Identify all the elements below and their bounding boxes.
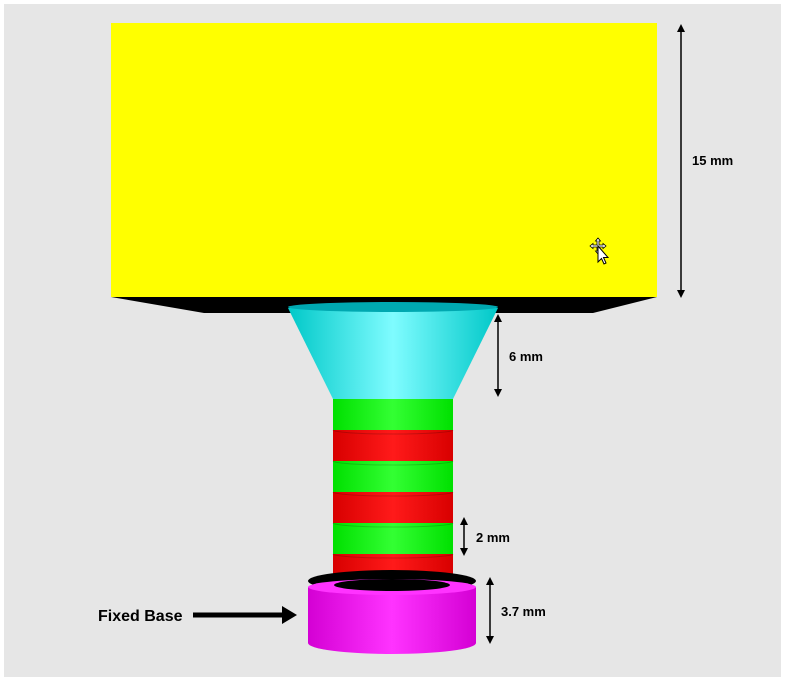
stripe-seam: [332, 553, 454, 559]
stripe-height-label: 2 mm: [476, 530, 510, 545]
cyan-cone: [288, 308, 498, 399]
column-stripe-red: [333, 430, 453, 461]
stripe-seam: [332, 491, 454, 497]
column-stripe-red: [333, 492, 453, 523]
yellow-block: [111, 23, 657, 297]
cone-height-label: 6 mm: [509, 349, 543, 364]
fixed-base-arrow-head: [282, 606, 297, 624]
move-cursor-icon: [589, 237, 610, 265]
magenta-base: [308, 587, 476, 654]
cone-top-rim: [288, 302, 498, 312]
stripe-seam: [332, 429, 454, 435]
striped-column: [332, 399, 454, 585]
block-height-label: 15 mm: [692, 153, 733, 168]
column-stripe-green: [333, 523, 453, 554]
base-height-label: 3.7 mm: [501, 604, 546, 619]
column-stripe-green: [333, 399, 453, 430]
column-stripe-green: [333, 461, 453, 492]
stripe-seam: [332, 460, 454, 466]
fixed-base-label: Fixed Base: [98, 608, 183, 625]
column-bottom-shadow: [334, 579, 450, 591]
stripe-seam: [332, 522, 454, 528]
